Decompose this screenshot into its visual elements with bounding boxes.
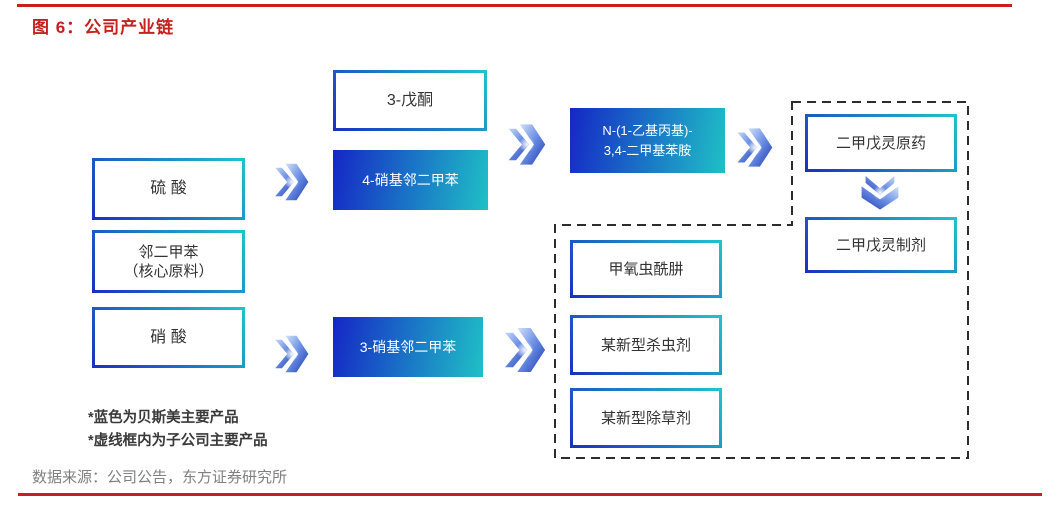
node-pendimethalin-technical: 二甲戊灵原药 [805, 114, 957, 172]
figure-top-rule [17, 4, 1012, 7]
node-label-line2: （核心原料） [123, 262, 214, 280]
chevron-right-icon [734, 124, 774, 171]
subsidiary-products-dashed-frame [554, 101, 969, 459]
node-label: 硫 酸 [150, 180, 187, 197]
chevron-right-icon [505, 121, 547, 168]
node-label: 3-硝基邻二甲苯 [359, 339, 457, 355]
node-label: 二甲戊灵原药 [835, 134, 926, 152]
footnote-main-products: *蓝色为贝斯美主要产品 [88, 410, 239, 426]
node-label-line1: 邻二甲苯 [138, 243, 199, 261]
node-label: 4-硝基邻二甲苯 [362, 172, 459, 188]
node-label: 3-戊酮 [386, 91, 434, 109]
node-new-herbicide: 某新型除草剂 [570, 388, 722, 448]
node-label: 某新型杀虫剂 [600, 336, 691, 354]
node-label-line2: 3,4-二甲基苯胺 [603, 142, 692, 158]
source-caption: 数据来源：公司公告，东方证券研究所 [32, 469, 288, 486]
node-o-xylene-core-material: 邻二甲苯 （核心原料） [92, 230, 245, 293]
node-4-nitro-o-xylene: 4-硝基邻二甲苯 [333, 150, 488, 210]
chevron-right-icon [272, 160, 310, 204]
node-pendimethalin-formulation: 二甲戊灵制剂 [805, 217, 957, 273]
figure-title: 图 6：公司产业链 [32, 18, 175, 37]
node-n-ethylpropyl-dimethylaniline: N-(1-乙基丙基)- 3,4-二甲基苯胺 [570, 108, 725, 173]
node-label: 二甲戊灵制剂 [835, 236, 926, 254]
node-3-nitro-o-xylene: 3-硝基邻二甲苯 [333, 317, 483, 377]
node-sulfuric-acid: 硫 酸 [92, 158, 245, 220]
node-methoxyfenozide: 甲氧虫酰肼 [570, 240, 722, 298]
figure-bottom-rule [18, 493, 1042, 496]
node-label: 某新型除草剂 [600, 409, 691, 427]
node-label-line1: N-(1-乙基丙基)- [602, 122, 693, 138]
chevron-down-icon [860, 170, 900, 214]
chevron-right-icon [272, 332, 310, 376]
chevron-right-icon [501, 324, 547, 376]
node-label: 硝 酸 [150, 328, 187, 346]
node-label: 甲氧虫酰肼 [608, 260, 684, 278]
footnote-subsidiary-products: *虚线框内为子公司主要产品 [88, 433, 268, 449]
node-nitric-acid: 硝 酸 [92, 307, 245, 368]
node-new-insecticide: 某新型杀虫剂 [570, 315, 722, 375]
node-3-pentanone: 3-戊酮 [333, 70, 487, 131]
